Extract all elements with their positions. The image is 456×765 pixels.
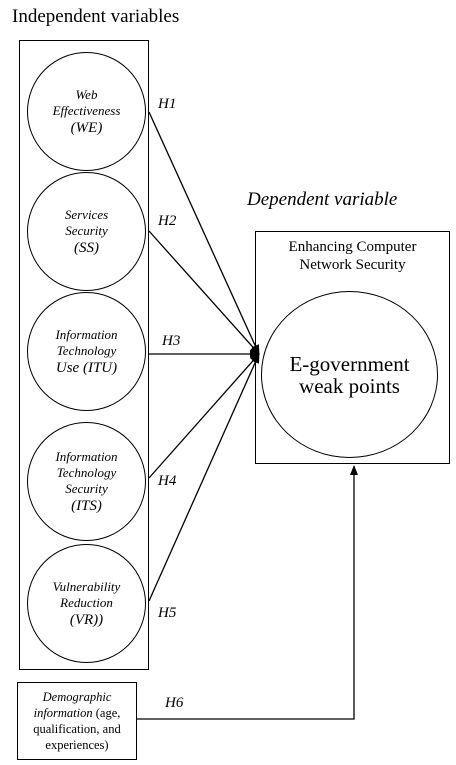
variable-abbr: (VR)) xyxy=(69,611,104,628)
dependent-variable-circle: E-government weak points xyxy=(261,291,438,458)
variable-abbr: (ITS) xyxy=(71,497,102,514)
dependent-box-label-line: Network Security xyxy=(299,257,406,273)
dependent-circle-line: E-government xyxy=(289,351,410,376)
demographic-box: Demographic information (age, qualificat… xyxy=(17,682,137,760)
dependent-box-label-line: Enhancing Computer xyxy=(288,239,417,255)
variable-circle-ss: Services Security (SS) xyxy=(27,172,146,291)
variable-label-line: Technology xyxy=(56,342,117,358)
h5-arrow xyxy=(148,353,260,602)
dependent-box-label: Enhancing Computer Network Security xyxy=(255,238,450,274)
variable-abbr: (SS) xyxy=(74,239,99,256)
variable-label-line: Services xyxy=(64,206,109,222)
h6-label: H6 xyxy=(165,695,184,711)
h3-label: H3 xyxy=(162,333,181,349)
dependent-variable-title: Dependent variable xyxy=(247,189,398,210)
h6-arrow xyxy=(137,465,358,720)
h1-arrow xyxy=(148,111,260,355)
independent-variables-title: Independent variables xyxy=(12,6,180,27)
dependent-circle-line: weak points xyxy=(299,373,400,398)
variable-circle-itu: Information Technology Use (ITU) xyxy=(27,292,146,411)
variable-label-line: Information xyxy=(55,326,118,342)
variable-abbr: (WE) xyxy=(70,119,103,136)
independent-variables-box xyxy=(19,40,149,670)
h4-label: H4 xyxy=(158,473,177,489)
variable-label-line: Reduction xyxy=(60,594,113,610)
h2-arrow xyxy=(148,230,260,355)
demographic-italic-text: Demographic information xyxy=(33,690,112,720)
h1-label: H1 xyxy=(158,96,177,112)
variable-label-line: Security xyxy=(65,480,108,496)
variable-label-line: Technology xyxy=(56,464,117,480)
variable-label-line: Vulnerability xyxy=(52,578,121,594)
demographic-text: (age, qualification, and experiences) xyxy=(33,706,121,752)
variable-label-line: Web xyxy=(75,86,98,102)
variable-label-line: Security xyxy=(65,222,108,238)
variable-circle-its: Information Technology Security (ITS) xyxy=(27,422,146,541)
variable-abbr: Use (ITU) xyxy=(55,359,118,376)
variable-circle-vr: Vulnerability Reduction (VR)) xyxy=(27,544,146,663)
variable-circle-we: Web Effectiveness (WE) xyxy=(27,52,146,171)
h4-arrow xyxy=(148,353,260,479)
h2-label: H2 xyxy=(158,213,177,229)
variable-label-line: Information xyxy=(55,448,118,464)
h5-label: H5 xyxy=(158,605,177,621)
variable-label-line: Effectiveness xyxy=(52,102,121,118)
